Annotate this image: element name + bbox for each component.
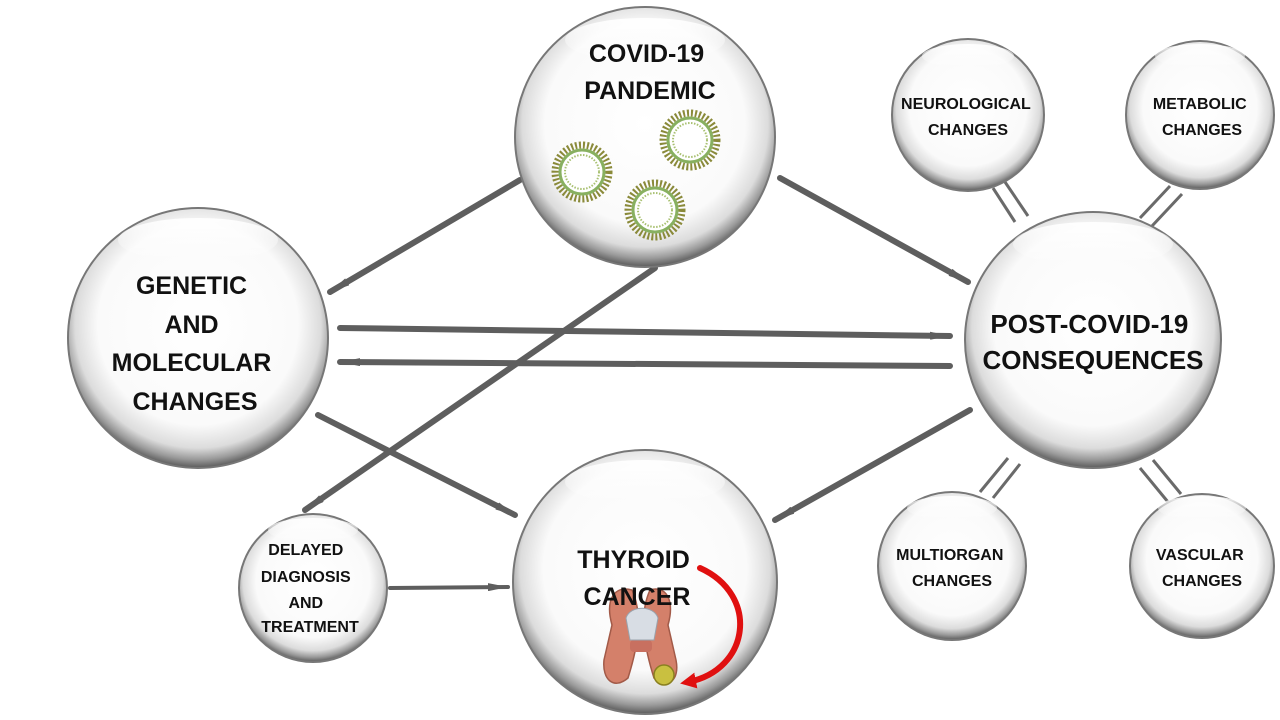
arrow-post-to-thyroid [772, 407, 973, 523]
sphere-genetic-molecular [67, 207, 329, 469]
genetic-molecular-label: GENETIC AND MOLECULAR CHANGES [112, 272, 279, 416]
sphere-vascular [1129, 493, 1275, 639]
connector-multiorgan [978, 457, 1022, 499]
sphere-post-covid [964, 211, 1222, 469]
sphere-multiorgan [877, 491, 1027, 641]
covid-pandemic-label: COVID-19 PANDEMIC [584, 40, 715, 105]
delayed-diagnosis-label: DELAYED DIAGNOSIS AND TREATMENT [261, 542, 359, 636]
post-covid-label: POST-COVID-19 CONSEQUENCES [982, 309, 1203, 375]
arrow-covid-to-post [777, 175, 971, 285]
multiorgan-label: MULTIORGAN CHANGES [896, 547, 1008, 590]
arrow-post-to-genetic [337, 358, 953, 369]
sphere-neurological [891, 38, 1045, 192]
red-curved-arrow [680, 565, 744, 689]
metabolic-label: METABOLIC CHANGES [1153, 96, 1251, 139]
arrow-genetic-to-post [337, 325, 953, 340]
arrow-genetic-to-thyroid [315, 412, 518, 518]
arrow-covid-to-delayed [302, 265, 658, 513]
neurological-label: NEUROLOGICAL CHANGES [901, 96, 1035, 139]
sphere-thyroid-cancer [512, 449, 778, 715]
sphere-delayed [238, 513, 388, 663]
arrow-delayed-to-thyroid [388, 583, 510, 592]
connector-neuro [991, 181, 1030, 223]
sphere-metabolic [1125, 40, 1275, 190]
connector-metabolic [1138, 184, 1184, 228]
connector-vascular [1138, 459, 1183, 503]
vascular-label: VASCULAR CHANGES [1156, 547, 1248, 590]
thyroid-gland-icon [603, 588, 678, 686]
connector-group [302, 175, 1184, 592]
virus-icon [551, 109, 721, 241]
arrow-covid-to-genetic [327, 177, 523, 295]
thyroid-cancer-label: THYROID CANCER [577, 546, 696, 611]
